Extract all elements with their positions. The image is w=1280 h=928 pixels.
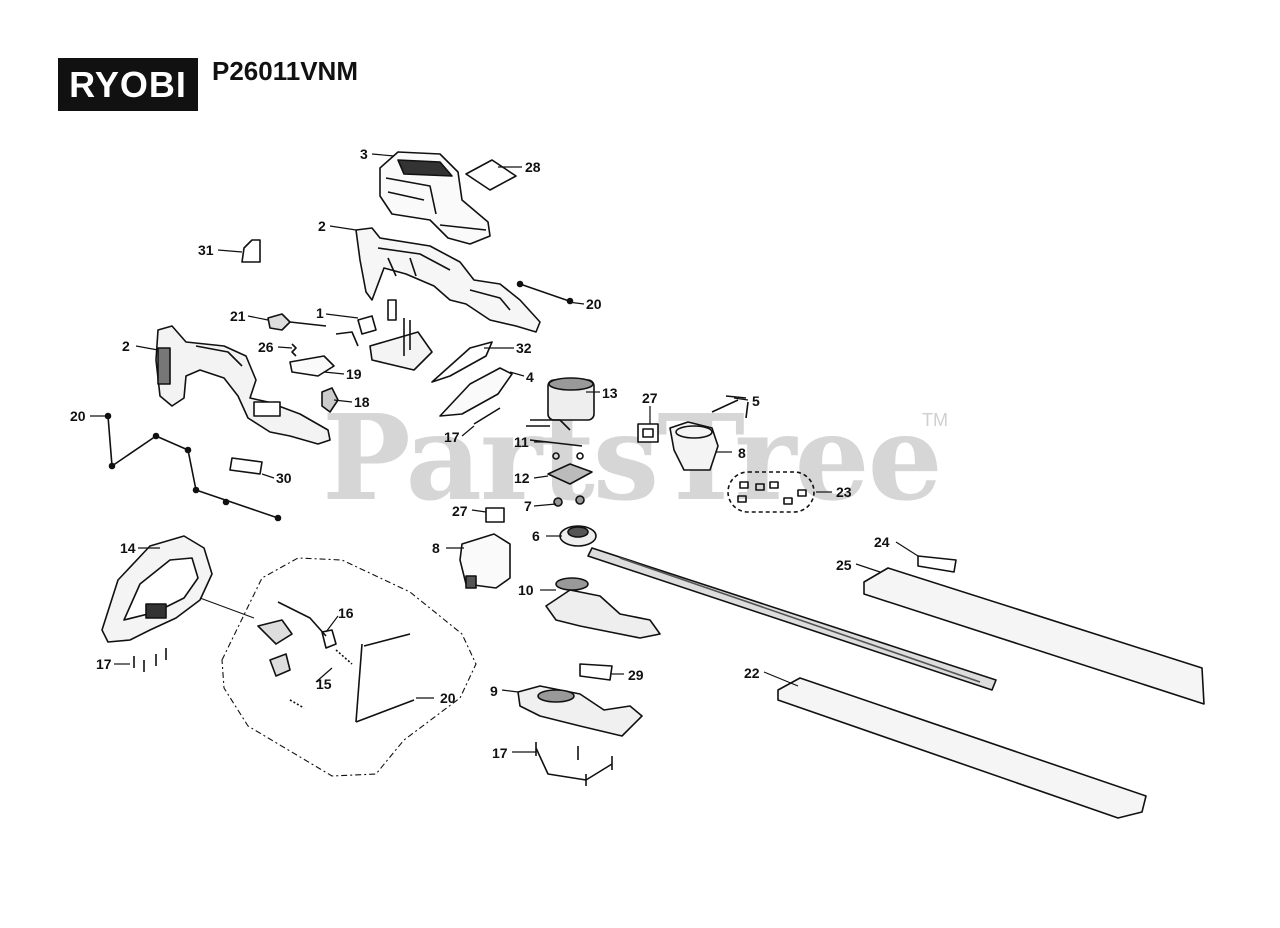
part-label-26[interactable]: 26 — [258, 339, 274, 355]
part-label-19[interactable]: 19 — [346, 366, 362, 382]
part-label-30[interactable]: 30 — [276, 470, 292, 486]
part-label-17-left[interactable]: 17 — [96, 656, 112, 672]
part-label-15[interactable]: 15 — [316, 676, 332, 692]
screws-11 — [529, 439, 584, 460]
part-label-31[interactable]: 31 — [198, 242, 214, 258]
part-label-29[interactable]: 29 — [628, 667, 644, 683]
trademark-mark: TM — [922, 410, 948, 430]
gear-plate-10 — [545, 577, 661, 639]
part-label-7[interactable]: 7 — [524, 498, 532, 514]
part-label-21[interactable]: 21 — [230, 308, 246, 324]
handle-switch-group — [199, 557, 477, 777]
part-label-23[interactable]: 23 — [836, 484, 852, 500]
part-label-22[interactable]: 22 — [744, 665, 760, 681]
part-label-27-lower[interactable]: 27 — [452, 503, 468, 519]
part-label-20-left[interactable]: 20 — [70, 408, 86, 424]
housing-half-upper — [355, 227, 541, 333]
gear-housing-8-right — [669, 421, 719, 471]
plate-12 — [547, 463, 593, 485]
screw-20-top — [516, 280, 574, 305]
front-handle-14 — [101, 535, 213, 643]
scabbard-25 — [863, 567, 1205, 705]
trigger-19 — [289, 355, 335, 377]
cover-4 — [439, 367, 513, 417]
part-label-6[interactable]: 6 — [532, 528, 540, 544]
part-label-5[interactable]: 5 — [752, 393, 760, 409]
part-label-8-right[interactable]: 8 — [738, 445, 746, 461]
lock-button-18 — [321, 387, 339, 413]
part-label-14[interactable]: 14 — [120, 540, 136, 556]
pads-23 — [727, 471, 815, 513]
part-label-2-lower[interactable]: 2 — [122, 338, 130, 354]
screws-20-left — [104, 412, 282, 522]
part-label-28[interactable]: 28 — [525, 159, 541, 175]
part-label-2-upper[interactable]: 2 — [318, 218, 326, 234]
leader-lines — [90, 153, 919, 753]
switch-21 — [267, 313, 327, 331]
part-label-13[interactable]: 13 — [602, 385, 618, 401]
gasket-32 — [431, 341, 493, 383]
part-label-32[interactable]: 32 — [516, 340, 532, 356]
part-label-1[interactable]: 1 — [316, 305, 324, 321]
circuit-board — [335, 299, 433, 371]
pin-17-upper — [473, 407, 501, 425]
part-label-18[interactable]: 18 — [354, 394, 370, 410]
bolts-7 — [553, 495, 585, 507]
gear-housing-8-left — [459, 533, 511, 589]
label-24-part — [917, 555, 957, 573]
part-label-12[interactable]: 12 — [514, 470, 530, 486]
part-label-27-upper[interactable]: 27 — [642, 390, 658, 406]
gear-6 — [559, 525, 597, 547]
battery-pack — [379, 151, 491, 245]
spring-26 — [291, 343, 297, 357]
part-label-17-bottom[interactable]: 17 — [492, 745, 508, 761]
label-28-part — [465, 159, 517, 191]
part-label-9[interactable]: 9 — [490, 683, 498, 699]
pins-17-left — [133, 648, 167, 672]
blade-assembly — [587, 547, 997, 691]
part-label-3[interactable]: 3 — [360, 146, 368, 162]
part-label-16[interactable]: 16 — [338, 605, 354, 621]
label-29-part — [579, 663, 613, 681]
handle-half-lower — [155, 325, 331, 445]
part-labels: 3 28 2 31 20 21 1 2 26 32 19 4 13 27 5 1… — [70, 146, 890, 761]
label-30-part — [229, 457, 263, 475]
part-label-10[interactable]: 10 — [518, 582, 534, 598]
part-label-4[interactable]: 4 — [526, 369, 534, 385]
model-number: P26011VNM — [212, 56, 358, 86]
part-label-25[interactable]: 25 — [836, 557, 852, 573]
ryobi-logo: RYOBI — [58, 58, 198, 111]
washer-27-lower — [485, 507, 505, 523]
part-label-8-left[interactable]: 8 — [432, 540, 440, 556]
screws-5 — [711, 395, 749, 419]
part-label-11[interactable]: 11 — [514, 434, 529, 450]
part-label-24[interactable]: 24 — [874, 534, 890, 550]
label-31-part — [241, 239, 261, 263]
bottom-cover-9 — [517, 685, 643, 737]
motor-13 — [526, 377, 595, 431]
part-label-20-lower[interactable]: 20 — [440, 690, 456, 706]
guide-bar-22 — [777, 677, 1147, 819]
pins-17-bottom — [535, 742, 613, 786]
partstree-watermark: PartsTree — [322, 388, 943, 527]
part-label-17-upper[interactable]: 17 — [444, 429, 460, 445]
part-label-20-top[interactable]: 20 — [586, 296, 602, 312]
